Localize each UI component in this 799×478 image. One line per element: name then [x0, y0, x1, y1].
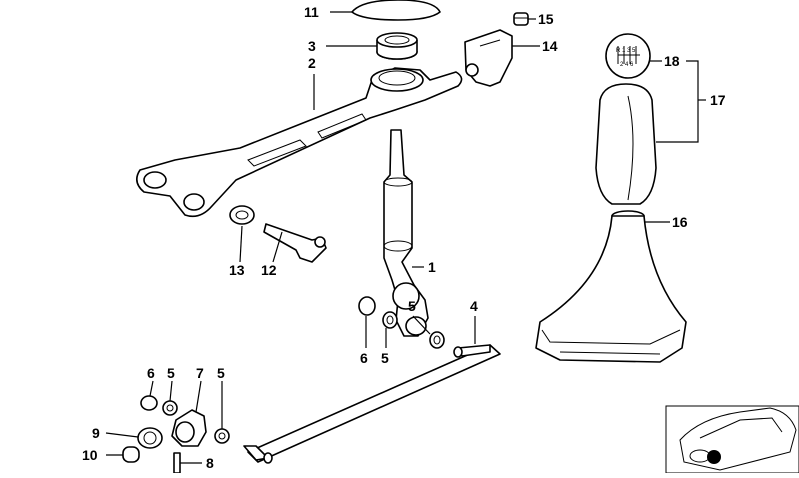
part-10-cap	[122, 446, 140, 463]
part-5-washer-lever-left	[382, 311, 398, 329]
callout-18: 18	[664, 53, 680, 69]
callout-16: 16	[672, 214, 688, 230]
callout-11: 11	[304, 4, 319, 20]
part-15-nut	[513, 12, 529, 26]
vehicle-location-inset	[665, 405, 799, 474]
part-7-joint	[171, 409, 207, 447]
leader-lines	[105, 11, 706, 464]
part-12-pin-clip	[263, 223, 327, 263]
callout-3: 3	[308, 38, 316, 54]
callout-5-lower-right: 5	[217, 365, 225, 381]
part-5-washer-lower-left	[162, 400, 178, 416]
callout-4: 4	[470, 298, 478, 314]
callout-12: 12	[261, 262, 277, 278]
callout-5-lower-left: 5	[167, 365, 175, 381]
part-5-washer-lower-right	[214, 428, 230, 444]
callout-5-lever-right: 5	[408, 298, 416, 314]
part-14-bracket	[464, 29, 513, 87]
part-18-knob-emblem: R 1 3 5 2 4 6	[605, 33, 651, 79]
callout-2: 2	[308, 55, 316, 71]
part-6-washer-lever	[358, 296, 376, 316]
callout-14: 14	[542, 38, 558, 54]
callout-17: 17	[710, 92, 726, 108]
part-11-boot	[351, 0, 441, 21]
part-8-pin	[173, 452, 181, 474]
part-5-washer-lever-right	[429, 331, 445, 349]
callout-8: 8	[206, 455, 214, 471]
part-16-shift-boot	[535, 210, 687, 363]
callout-10: 10	[82, 447, 98, 463]
part-6-washer-lower	[140, 395, 158, 411]
part-2-selector-arm	[136, 67, 463, 218]
callout-6-lower: 6	[147, 365, 155, 381]
callout-7: 7	[196, 365, 204, 381]
callout-15: 15	[538, 11, 554, 27]
part-1-shift-lever	[383, 129, 429, 337]
location-marker-dot	[707, 450, 721, 464]
callout-9: 9	[92, 425, 100, 441]
callout-1: 1	[428, 259, 436, 275]
part-9-bushing-lower	[137, 427, 163, 449]
callout-labels: 11 3 2 15 14 18 17 16 1 4 5 6 5 13 12 6 …	[82, 4, 726, 471]
shift-pattern-top: R 1 3 5	[616, 48, 636, 54]
part-13-grommet	[229, 205, 255, 225]
part-17-shift-knob	[595, 83, 657, 205]
callout-6-lever: 6	[360, 350, 368, 366]
callout-5-lever-left: 5	[381, 350, 389, 366]
part-3-bushing	[376, 32, 418, 60]
part-4-shift-rod	[243, 344, 501, 464]
shift-pattern-bottom: 2 4 6	[620, 62, 634, 68]
callout-13: 13	[229, 262, 245, 278]
